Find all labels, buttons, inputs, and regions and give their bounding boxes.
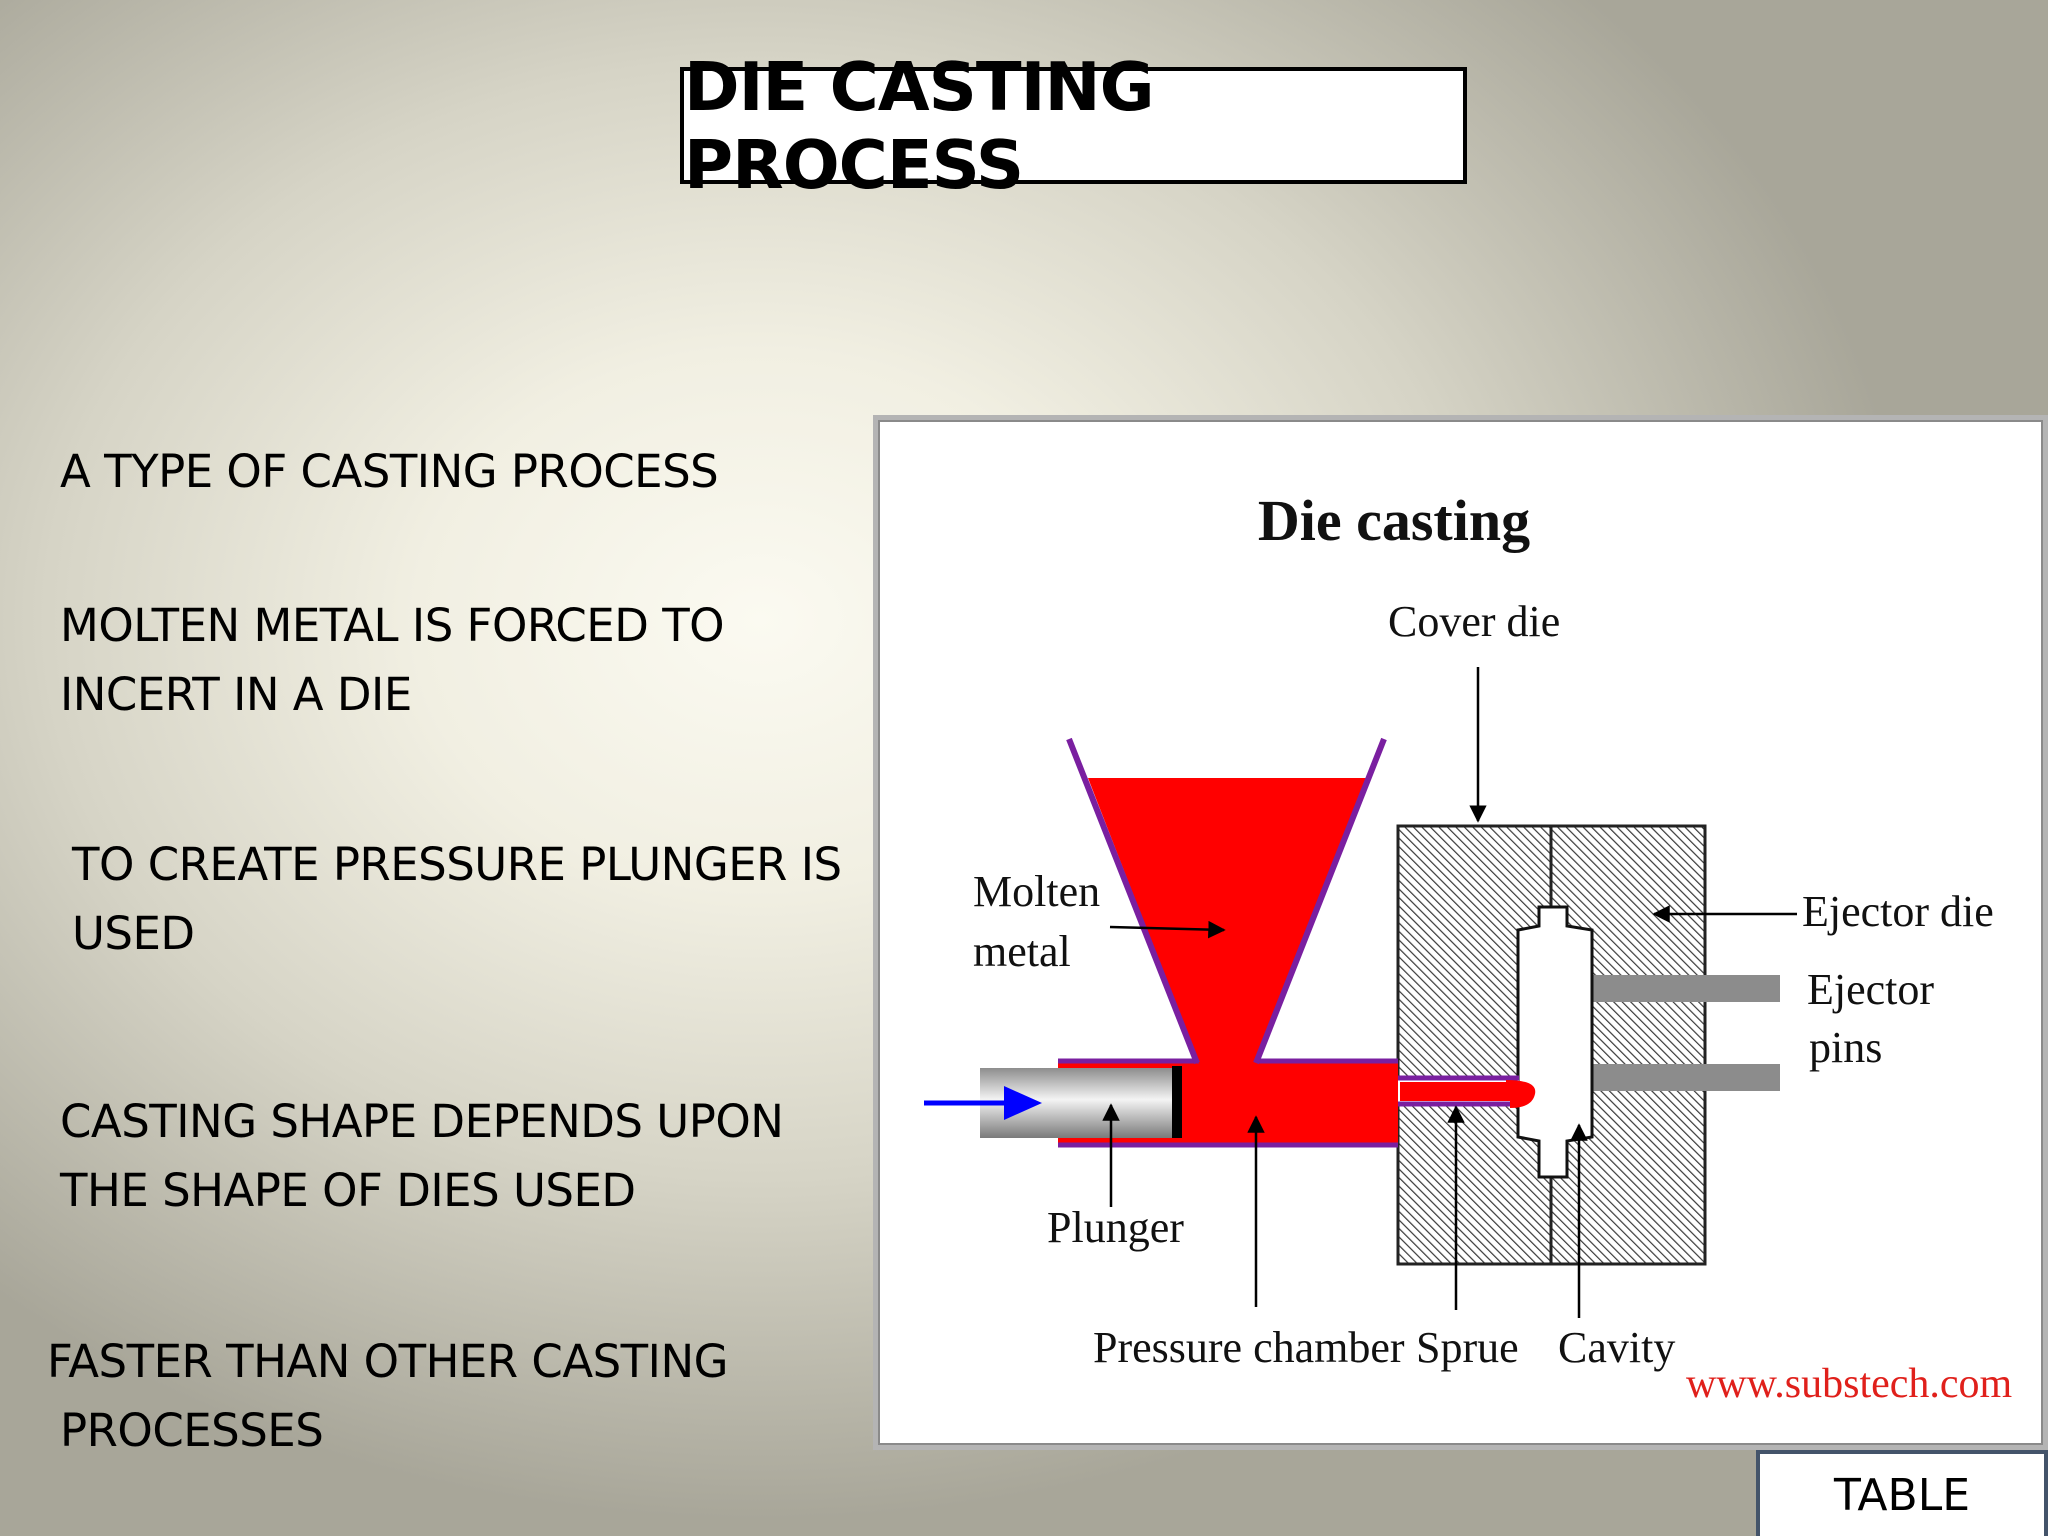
label-sprue: Sprue: [1416, 1323, 1519, 1372]
table-link-label: TABLE: [1833, 1469, 1971, 1521]
bullet-5-line-1: FASTER THAN OTHER CASTING: [47, 1335, 728, 1388]
die-casting-diagram: Die casting: [924, 488, 2013, 1407]
ejector-pin-upper: [1592, 975, 1780, 1002]
plunger-head: [1172, 1066, 1182, 1138]
bullet-2-line-1: MOLTEN METAL IS FORCED TO: [60, 599, 725, 652]
bullet-4: CASTING SHAPE DEPENDS UPON THE SHAPE OF …: [60, 1087, 784, 1225]
bullet-5: FASTER THAN OTHER CASTING PROCESSES: [47, 1327, 728, 1465]
bullet-5-line-2: PROCESSES: [60, 1404, 324, 1457]
diagram-title: Die casting: [1258, 488, 1530, 553]
bullet-1-line-1: A TYPE OF CASTING PROCESS: [60, 445, 719, 498]
slide-title: DIE CASTING PROCESS: [684, 47, 1155, 204]
label-cover-die: Cover die: [1388, 597, 1560, 646]
label-cavity: Cavity: [1558, 1323, 1675, 1372]
bullet-1: A TYPE OF CASTING PROCESS: [60, 437, 719, 506]
table-link-button[interactable]: TABLE: [1756, 1450, 2048, 1536]
bullet-3: TO CREATE PRESSURE PLUNGER IS USED: [72, 830, 842, 968]
label-ejector-pins-line-1: Ejector: [1807, 965, 1934, 1014]
hopper-wall-right: [1253, 737, 1387, 1065]
die-casting-figure: Die casting: [873, 415, 2048, 1450]
bullet-3-line-1: TO CREATE PRESSURE PLUNGER IS: [72, 838, 842, 891]
label-molten-metal-line-2: metal: [973, 927, 1071, 976]
bullet-4-line-1: CASTING SHAPE DEPENDS UPON: [60, 1095, 784, 1148]
label-ejector-die: Ejector die: [1802, 887, 1994, 936]
label-pressure-chamber: Pressure chamber: [1093, 1323, 1405, 1372]
sprue-metal: [1400, 1082, 1530, 1101]
slide-title-box: DIE CASTING PROCESS: [680, 48, 1467, 204]
hopper-wall-left: [1066, 737, 1200, 1065]
label-molten-metal-line-1: Molten: [973, 867, 1100, 916]
hopper-metal: [1088, 778, 1368, 1066]
ejector-pin-lower: [1592, 1064, 1780, 1091]
bullet-2: MOLTEN METAL IS FORCED TO INCERT IN A DI…: [60, 591, 725, 729]
label-plunger: Plunger: [1047, 1203, 1184, 1252]
label-ejector-pins-line-2: pins: [1809, 1023, 1882, 1072]
bullet-2-line-2: INCERT IN A DIE: [60, 668, 412, 721]
bullet-4-line-2: THE SHAPE OF DIES USED: [60, 1164, 636, 1217]
cavity: [1516, 905, 1594, 1179]
credit-url: www.substech.com: [1686, 1361, 2013, 1407]
bullet-3-line-2: USED: [72, 907, 195, 960]
